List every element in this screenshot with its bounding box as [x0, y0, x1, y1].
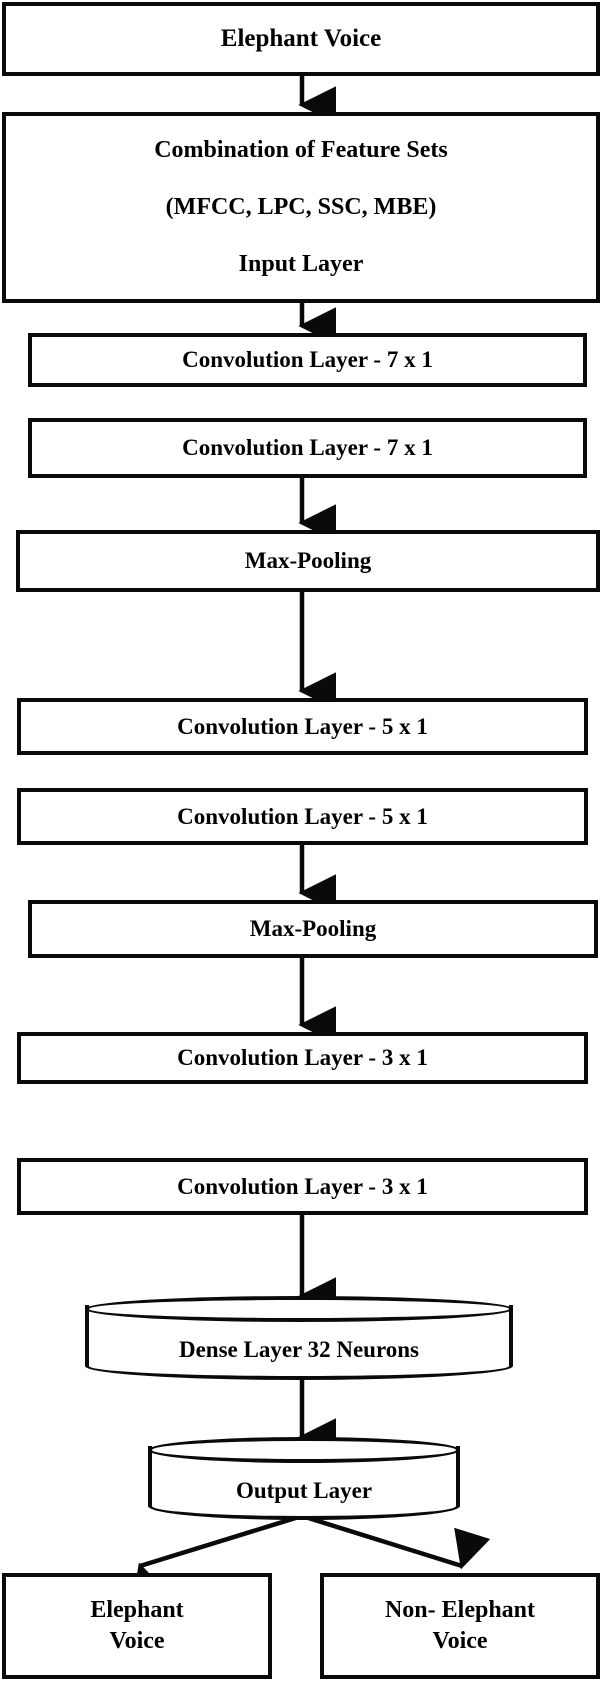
node-conv-layer-7x1-b[interactable]: Convolution Layer - 7 x 1 — [28, 418, 587, 478]
node-label-line-1: Non- Elephant — [384, 1597, 536, 1624]
node-output-non-elephant-voice[interactable]: Non- Elephant Voice — [320, 1573, 600, 1679]
node-label: Max-Pooling — [244, 548, 372, 574]
node-conv-layer-7x1-a[interactable]: Convolution Layer - 7 x 1 — [28, 333, 587, 387]
node-feature-sets-input-layer[interactable]: Combination of Feature Sets (MFCC, LPC, … — [2, 112, 600, 303]
cylinder-top-ellipse — [85, 1296, 513, 1322]
node-label: Max-Pooling — [249, 916, 377, 942]
node-conv-layer-3x1-a[interactable]: Convolution Layer - 3 x 1 — [17, 1032, 588, 1084]
edge-output-layer-to-non-elephant-voice — [301, 1513, 491, 1570]
node-label: Convolution Layer - 7 x 1 — [182, 435, 433, 461]
node-label-line-1: Combination of Feature Sets — [154, 137, 448, 164]
node-label: Convolution Layer - 5 x 1 — [177, 803, 428, 829]
node-label: Convolution Layer - 3 x 1 — [177, 1045, 428, 1071]
node-label: Elephant Voice — [220, 25, 382, 52]
edge-output-layer-to-elephant-voice — [132, 1513, 303, 1605]
node-label: Dense Layer 32 Neurons — [178, 1337, 419, 1362]
node-label: Convolution Layer - 5 x 1 — [177, 713, 428, 739]
node-output-layer[interactable]: Output Layer — [148, 1437, 460, 1520]
node-conv-layer-5x1-a[interactable]: Convolution Layer - 5 x 1 — [17, 698, 588, 755]
node-label-line-3: Input Layer — [238, 250, 364, 277]
node-label: Output Layer — [235, 1477, 373, 1503]
node-label: Convolution Layer - 7 x 1 — [182, 347, 433, 373]
cylinder-top-ellipse — [148, 1437, 460, 1463]
node-max-pooling-a[interactable]: Max-Pooling — [16, 530, 600, 592]
node-input-elephant-voice[interactable]: Elephant Voice — [2, 2, 600, 76]
node-label-line-2: Voice — [432, 1628, 488, 1654]
node-label-line-2: (MFCC, LPC, SSC, MBE) — [165, 194, 437, 221]
node-max-pooling-b[interactable]: Max-Pooling — [28, 900, 598, 958]
node-label: Convolution Layer - 3 x 1 — [177, 1173, 428, 1199]
node-dense-layer-32-neurons[interactable]: Dense Layer 32 Neurons — [85, 1296, 513, 1380]
node-conv-layer-5x1-b[interactable]: Convolution Layer - 5 x 1 — [17, 788, 588, 845]
node-conv-layer-3x1-b[interactable]: Convolution Layer - 3 x 1 — [17, 1158, 588, 1215]
node-label-line-1: Elephant — [90, 1597, 184, 1624]
node-label-line-2: Voice — [109, 1628, 165, 1654]
node-output-elephant-voice[interactable]: Elephant Voice — [2, 1573, 272, 1679]
